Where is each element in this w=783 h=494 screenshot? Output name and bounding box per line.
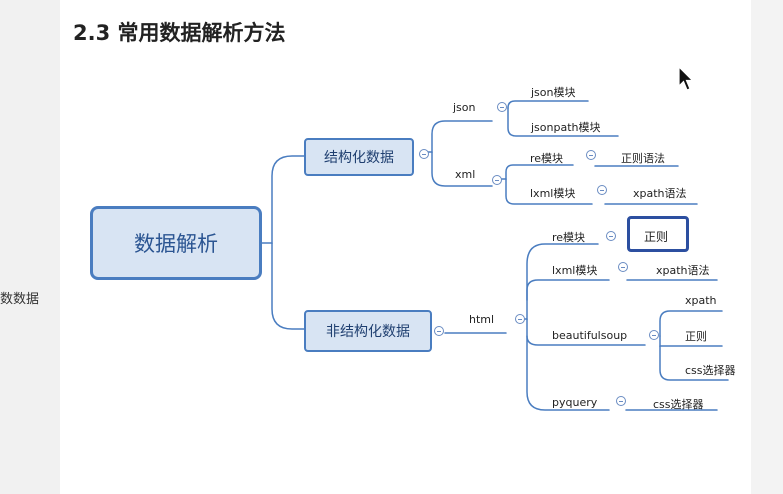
right-scroll-gutter	[751, 0, 783, 494]
collapse-toggle-xml-lxml[interactable]	[597, 185, 607, 195]
collapse-toggle-html[interactable]	[515, 314, 525, 324]
node-unstructured-data[interactable]: 非结构化数据	[304, 310, 432, 352]
topic-bs-xpath[interactable]: xpath	[685, 294, 717, 307]
topic-html-xpath-syntax[interactable]: xpath语法	[656, 264, 710, 277]
topic-regex-syntax[interactable]: 正则语法	[621, 152, 665, 165]
collapse-toggle-json[interactable]	[497, 102, 507, 112]
topic-bs-css-selector[interactable]: css选择器	[685, 364, 736, 377]
topic-pyquery-css-selector[interactable]: css选择器	[653, 398, 704, 411]
page-title: 2.3 常用数据解析方法	[73, 21, 286, 45]
slide-page: 2.3 常用数据解析方法	[60, 0, 751, 494]
mindmap-root-node[interactable]: 数据解析	[90, 206, 262, 280]
topic-beautifulsoup[interactable]: beautifulsoup	[552, 329, 628, 342]
topic-html[interactable]: html	[469, 313, 495, 326]
sidebar-partial-text: 数数据	[0, 292, 40, 307]
collapse-toggle-html-lxml[interactable]	[618, 262, 628, 272]
collapse-toggle-beautifulsoup[interactable]	[649, 330, 659, 340]
topic-html-re-module[interactable]: re模块	[552, 231, 586, 244]
collapse-toggle-xml[interactable]	[492, 175, 502, 185]
node-structured-data[interactable]: 结构化数据	[304, 138, 414, 176]
collapse-toggle-pyquery[interactable]	[616, 396, 626, 406]
collapse-toggle-structured[interactable]	[419, 149, 429, 159]
topic-xml-lxml-module[interactable]: lxml模块	[530, 187, 576, 200]
topic-bs-regex[interactable]: 正则	[685, 330, 707, 343]
topic-xml-re-module[interactable]: re模块	[530, 152, 564, 165]
collapse-toggle-unstructured[interactable]	[434, 326, 444, 336]
mind-map-connectors	[261, 100, 729, 411]
mouse-pointer-icon	[678, 66, 694, 91]
topic-xpath-syntax[interactable]: xpath语法	[633, 187, 687, 200]
topic-pyquery[interactable]: pyquery	[552, 396, 598, 409]
topic-html-lxml-module[interactable]: lxml模块	[552, 264, 598, 277]
highlighted-node-regex[interactable]	[627, 216, 689, 252]
topic-xml[interactable]: xml	[455, 168, 476, 181]
topic-jsonpath-module[interactable]: jsonpath模块	[531, 121, 601, 134]
collapse-toggle-html-re[interactable]	[606, 231, 616, 241]
topic-json-module[interactable]: json模块	[531, 86, 576, 99]
collapse-toggle-xml-re[interactable]	[586, 150, 596, 160]
topic-regex[interactable]: 正则	[644, 230, 669, 244]
topic-json[interactable]: json	[453, 101, 476, 114]
left-panel: 数数据	[0, 0, 60, 494]
